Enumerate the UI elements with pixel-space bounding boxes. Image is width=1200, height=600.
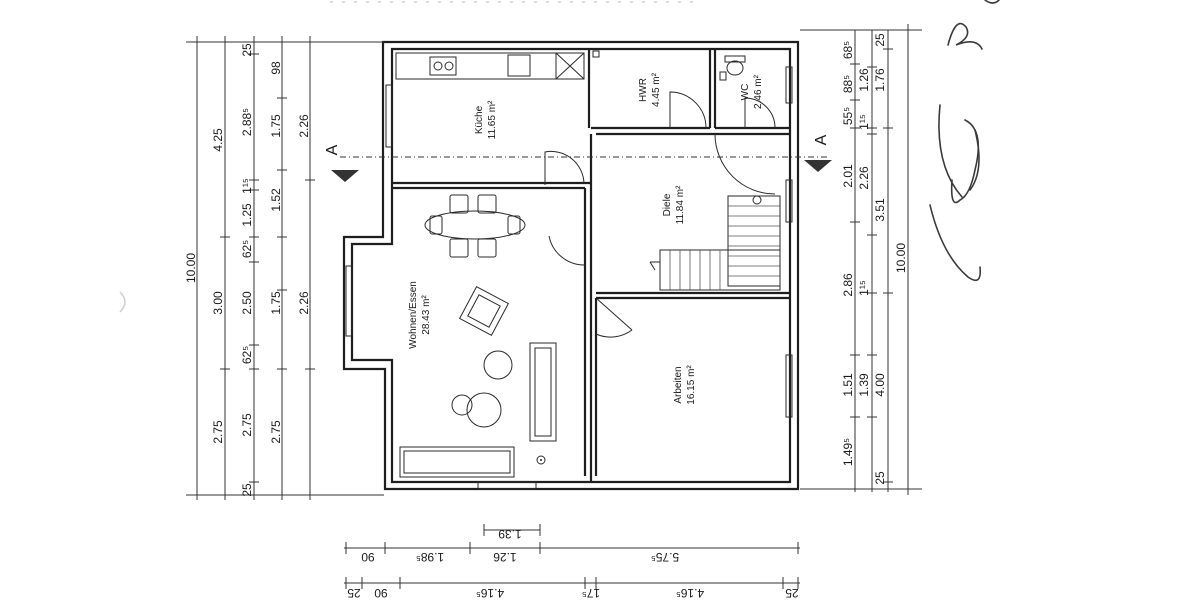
doors <box>544 91 776 338</box>
room-area: 4.45 m² <box>651 72 662 107</box>
dim-left-c4-4: 1.75 <box>269 291 283 315</box>
room-name: Diele <box>662 193 673 216</box>
dim-right-c3-5: 25 <box>873 471 887 485</box>
dim-left-c4-1: 98 <box>269 61 283 75</box>
section-label-left: A <box>324 144 341 155</box>
room-area: 11.65 m² <box>487 100 498 139</box>
room-name: Wohnen/Essen <box>408 281 419 349</box>
dim-left-c3-3: 1¹⁵ <box>240 178 254 194</box>
exterior-walls <box>342 40 800 491</box>
room-area: 2.46 m² <box>753 74 764 109</box>
dim-right-c1-3: 55⁵ <box>841 107 855 125</box>
dim-bottom-r2-3: 1.26 <box>493 550 517 564</box>
dim-right-c1-1: 68⁵ <box>841 41 855 59</box>
left-dimensions: 10.00 4.25 3.00 2.75 25 2.88⁵ 1¹⁵ 1.25 6… <box>184 36 384 500</box>
dim-left-c4-5: 2.75 <box>269 420 283 444</box>
room-wc: WC 2.46 m² <box>740 74 764 109</box>
dim-right-c3-4: 4.00 <box>873 373 887 397</box>
room-name: WC <box>740 84 751 101</box>
handwritten-signature <box>929 0 1000 282</box>
dim-bottom-r3-2: 25 <box>347 586 361 600</box>
dim-bottom-r3-6: 25 <box>785 586 799 600</box>
dim-right-c2-5: 1.39 <box>857 373 871 397</box>
dim-bottom-r2-4: 5.75⁵ <box>651 550 679 564</box>
dim-left-c4-2: 1.75 <box>269 114 283 138</box>
room-arbeiten: Arbeiten 16.15 m² <box>673 365 697 405</box>
dim-left-c2-1: 4.25 <box>211 128 225 152</box>
dim-bottom-r3-5: 4.16⁵ <box>676 586 704 600</box>
right-dimensions: 68⁵ 88⁵ 55⁵ 2.01 2.86 1.51 1.49⁵ 1.26 1¹… <box>800 24 922 495</box>
dim-bottom-r3-1: 90 <box>374 586 388 600</box>
dim-left-c3-5: 62⁵ <box>240 240 254 258</box>
section-line-a: A A <box>324 134 832 182</box>
dim-left-c3-4: 1.25 <box>240 203 254 227</box>
dim-right-c1-7: 1.49⁵ <box>841 438 855 466</box>
dim-bottom-r2-1: 90 <box>361 550 375 564</box>
dim-left-c5-1: 2.26 <box>297 114 311 138</box>
dim-overall-left: 10.00 <box>184 253 198 283</box>
dim-left-c2-3: 2.75 <box>211 420 225 444</box>
room-name: Küche <box>474 105 485 134</box>
dining-set <box>424 194 526 258</box>
windows <box>345 66 793 490</box>
room-hwr: HWR 4.45 m² <box>638 72 662 107</box>
living-furniture <box>399 285 557 478</box>
dim-left-c5-2: 2.26 <box>297 291 311 315</box>
fixtures <box>592 50 746 81</box>
interior-walls <box>392 49 790 482</box>
room-area: 16.15 m² <box>686 365 697 405</box>
dim-left-c3-8: 2.75 <box>240 413 254 437</box>
room-area: 11.84 m² <box>675 185 686 224</box>
bottom-dimensions: 1.39 90 1.98⁵ 1.26 5.75⁵ 90 25 4.16⁵ 17⁵… <box>344 524 800 600</box>
dim-right-c3-1: 25 <box>873 33 887 47</box>
dim-right-c1-6: 1.51 <box>841 373 855 397</box>
dim-left-c3-1: 25 <box>240 43 254 57</box>
scan-artifacts <box>119 1 700 313</box>
staircase <box>649 195 781 291</box>
dim-right-c3-3: 3.51 <box>873 198 887 222</box>
dim-right-c2-4: 1¹⁵ <box>857 280 871 296</box>
dim-left-c3-2: 2.88⁵ <box>240 108 254 136</box>
dim-right-c3-2: 1.76 <box>873 68 887 92</box>
dim-bottom-r1-1: 1.39 <box>498 527 522 541</box>
room-name: HWR <box>638 78 649 102</box>
dim-left-c3-6: 2.50 <box>240 291 254 315</box>
section-label-right: A <box>813 134 830 145</box>
kitchen-counter <box>395 52 585 80</box>
dim-left-c4-3: 1.52 <box>269 188 283 212</box>
dim-right-c1-4: 2.01 <box>841 164 855 188</box>
dim-left-c3-7: 62⁵ <box>240 346 254 364</box>
room-name: Arbeiten <box>673 366 684 403</box>
room-diele: Diele 11.84 m² <box>662 185 686 224</box>
dim-right-c1-5: 2.86 <box>841 273 855 297</box>
dim-left-c3-9: 25 <box>240 483 254 497</box>
room-labels: Küche 11.65 m² HWR 4.45 m² WC 2.46 m² Di… <box>408 72 764 404</box>
dim-right-c2-3: 2.26 <box>857 166 871 190</box>
dim-right-c2-2: 1¹⁵ <box>857 114 871 130</box>
dim-bottom-r3-4: 17⁵ <box>582 586 600 600</box>
room-area: 28.43 m² <box>421 295 432 335</box>
dim-overall-right: 10.00 <box>894 243 908 273</box>
dim-bottom-r3-3: 4.16⁵ <box>476 586 504 600</box>
dim-bottom-r2-2: 1.98⁵ <box>416 550 444 564</box>
dim-right-c1-2: 88⁵ <box>841 75 855 93</box>
room-wohnen: Wohnen/Essen 28.43 m² <box>408 281 432 349</box>
room-kueche: Küche 11.65 m² <box>474 100 498 139</box>
dim-right-c2-1: 1.26 <box>857 68 871 92</box>
dim-left-c2-2: 3.00 <box>211 291 225 315</box>
